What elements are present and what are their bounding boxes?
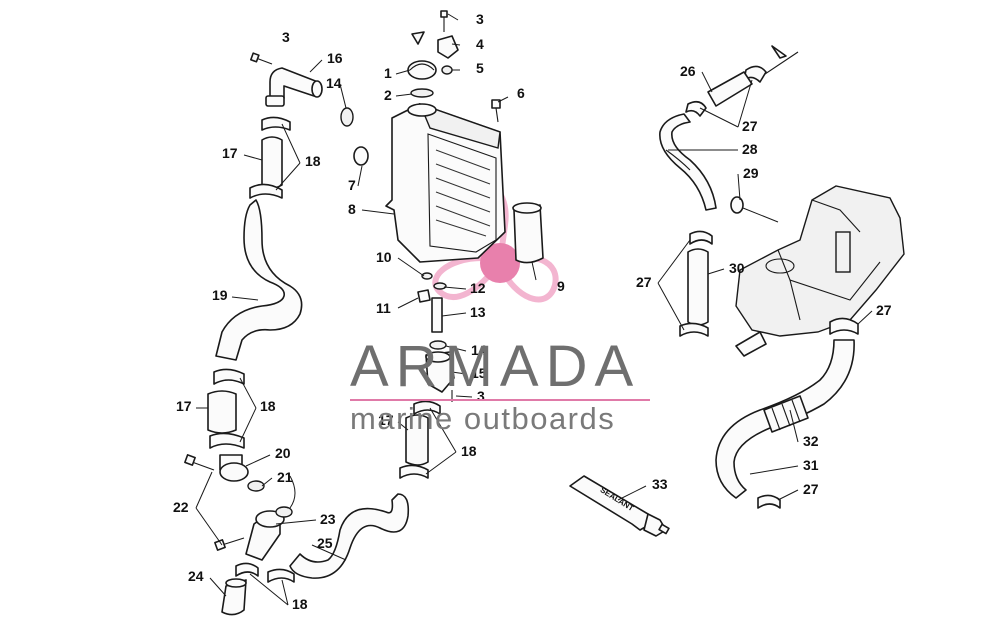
callout-c27b: 27	[636, 274, 652, 290]
callout-c27d: 27	[803, 481, 819, 497]
callout-c29: 29	[743, 165, 759, 181]
callout-c24: 24	[188, 568, 204, 584]
callout-c18d: 18	[292, 596, 308, 612]
callout-c23: 23	[320, 511, 336, 527]
watermark-tagline: marine outboards	[350, 401, 615, 436]
callout-c6: 6	[517, 85, 525, 101]
callout-c14b: 14	[471, 342, 487, 358]
callout-c14a: 14	[326, 75, 342, 91]
callout-c8: 8	[348, 201, 356, 217]
callout-c11: 11	[376, 300, 391, 316]
callout-c18c: 18	[461, 443, 477, 459]
callout-c20: 20	[275, 445, 291, 461]
callout-c32: 32	[803, 433, 819, 449]
callout-c19: 19	[212, 287, 228, 303]
callout-c5: 5	[476, 60, 484, 76]
watermark: ARMADA marine outboards	[350, 334, 650, 436]
coolant-tank-assembly	[353, 10, 544, 402]
callout-c15: 15	[471, 365, 487, 381]
callout-c21: 21	[277, 469, 293, 485]
callout-c9: 9	[557, 278, 565, 294]
callout-c12: 12	[470, 280, 486, 296]
callout-c17b: 17	[176, 398, 192, 414]
callout-c2: 2	[384, 87, 392, 103]
callout-c25: 25	[317, 535, 333, 551]
callout-c33: 33	[652, 476, 668, 492]
callout-c3a: 3	[476, 11, 484, 27]
callout-c31: 31	[803, 457, 819, 473]
callout-c28: 28	[742, 141, 758, 157]
callout-c17a: 17	[222, 145, 238, 161]
callout-c26: 26	[680, 63, 696, 79]
callout-c18b: 18	[260, 398, 276, 414]
callout-c3b: 3	[282, 29, 290, 45]
right-hose-assembly	[659, 45, 905, 509]
callout-c10: 10	[376, 249, 392, 265]
callout-c22: 22	[173, 499, 189, 515]
callout-c27a: 27	[742, 118, 758, 134]
callout-c16: 16	[327, 50, 343, 66]
callout-c27c: 27	[876, 302, 892, 318]
callout-c1: 1	[384, 65, 392, 81]
callout-c13: 13	[470, 304, 486, 320]
callout-c4: 4	[476, 36, 484, 52]
leader-lines	[195, 13, 873, 606]
callout-c17c: 17	[378, 412, 394, 428]
callout-c7: 7	[348, 177, 356, 193]
lower-center-hose-assembly	[221, 400, 441, 616]
callout-c3c: 3	[477, 388, 485, 404]
watermark-brand: ARMADA	[350, 334, 640, 399]
upper-left-hose-assembly	[184, 52, 354, 551]
callout-c30: 30	[729, 260, 745, 276]
watermark-rule	[350, 399, 650, 401]
callout-c18a: 18	[305, 153, 321, 169]
